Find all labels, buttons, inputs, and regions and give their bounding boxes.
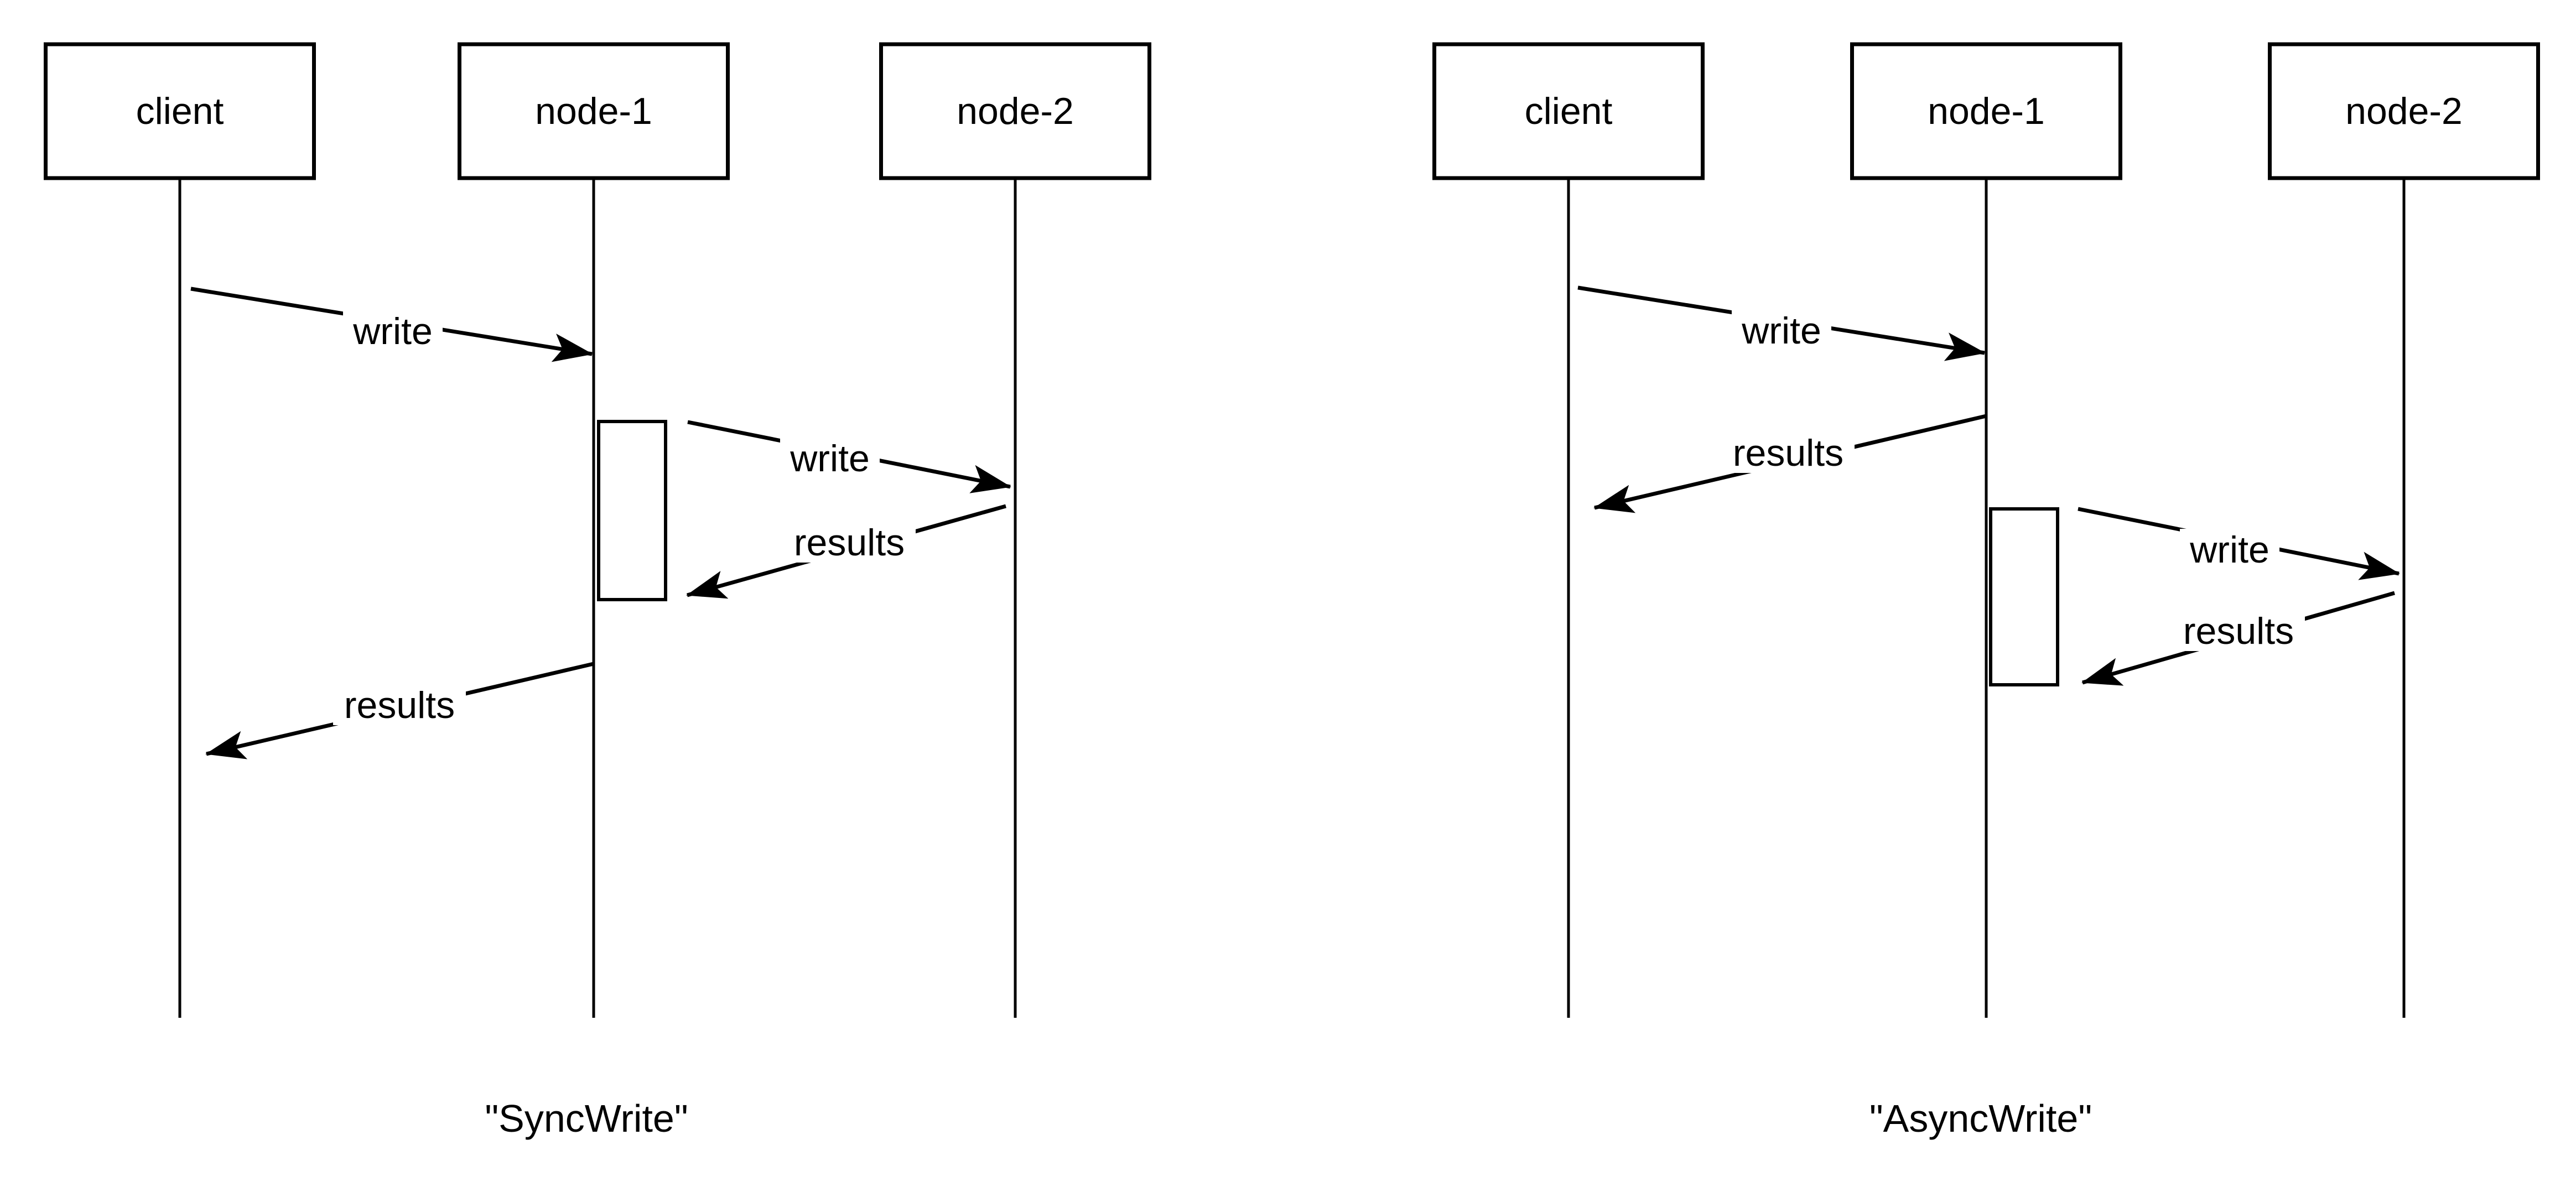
- message-label-bg: [2180, 529, 2279, 570]
- message-label: results: [2183, 610, 2294, 652]
- diagram-caption-asyncwrite: "AsyncWrite": [1869, 1097, 2092, 1140]
- message-label-bg: [780, 438, 880, 478]
- message-label: write: [2189, 529, 2269, 571]
- actor-label-node-2: node-2: [2345, 90, 2463, 132]
- actor-node-1: node-1: [458, 42, 730, 180]
- message-label-bg: [343, 310, 443, 351]
- actor-label-node-2: node-2: [957, 90, 1074, 132]
- message-label: results: [1733, 432, 1843, 474]
- actor-label-node-1: node-1: [535, 90, 652, 132]
- message-label-bg: [1732, 310, 1831, 351]
- diagram-asyncwrite: client node-1 node-2 write results: [1432, 42, 2540, 1140]
- message-write-node1-node2: write: [2078, 507, 2400, 580]
- message-label-bg: [1722, 432, 1855, 473]
- actor-box: [458, 42, 730, 180]
- message-results-node2-node1: results: [2081, 591, 2395, 686]
- actor-box: [1850, 42, 2122, 180]
- message-label: results: [794, 522, 905, 564]
- actor-label-node-1: node-1: [1928, 90, 2045, 132]
- message-write-client-node1: write: [190, 287, 593, 362]
- message-results-node1-client: results: [205, 662, 594, 759]
- message-write-client-node1: write: [1577, 285, 1986, 361]
- actor-node-2: node-2: [879, 42, 1151, 180]
- message-label: write: [790, 438, 870, 480]
- actor-node-2: node-2: [2268, 42, 2540, 180]
- message-results-node1-client: results: [1593, 414, 1987, 513]
- activation-box-node-1: [1989, 507, 2059, 686]
- message-results-node2-node1: results: [686, 504, 1006, 599]
- message-write-node1-node2: write: [687, 420, 1011, 493]
- message-label: write: [1741, 310, 1821, 352]
- actor-box: [1432, 42, 1705, 180]
- actor-label-client: client: [1525, 90, 1613, 132]
- message-label-bg: [2172, 610, 2305, 651]
- actor-label-client: client: [136, 90, 224, 132]
- activation-box-node-1: [597, 420, 667, 601]
- message-label: results: [344, 684, 455, 726]
- message-label-bg: [333, 684, 466, 725]
- actor-node-1: node-1: [1850, 42, 2122, 180]
- diagram-caption-syncwrite: "SyncWrite": [485, 1097, 688, 1140]
- actor-client: client: [1432, 42, 1705, 180]
- actor-box: [44, 42, 316, 180]
- diagram-syncwrite: client node-1 node-2 write write re: [44, 42, 1151, 1140]
- actor-box: [2268, 42, 2540, 180]
- message-label: write: [352, 310, 433, 352]
- message-label-bg: [783, 522, 916, 563]
- actor-client: client: [44, 42, 316, 180]
- actor-box: [879, 42, 1151, 180]
